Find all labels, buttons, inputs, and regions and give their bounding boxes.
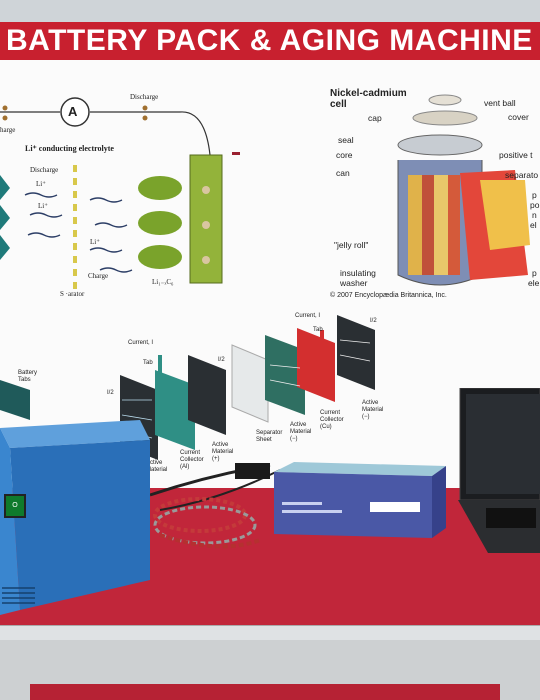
half-current-label-2: I/2 <box>218 357 225 363</box>
nicd-p6-label: ele <box>528 278 540 288</box>
nicd-cap-label: cap <box>368 113 382 123</box>
ammeter-label: A <box>68 104 78 119</box>
current-collector-cu-label: Current Collector (Cu) <box>320 410 344 430</box>
nicd-p5-label: p <box>532 268 537 278</box>
ammeter-icon <box>60 97 90 127</box>
tab-label-2: Tab <box>313 327 323 333</box>
nicd-positive-label: positive t <box>499 150 533 160</box>
nicd-p3-label: n <box>532 210 537 220</box>
nicd-cell-illustration <box>397 94 530 286</box>
current-collector-al-label: Current Collector (Al) <box>180 450 204 470</box>
power-switch[interactable]: O <box>4 494 26 518</box>
current-cell-label-1: Current, I <box>128 340 154 346</box>
li-ion-label-3: Li⁺ <box>90 238 100 246</box>
active-material-minus-label-2: Active Material (−) <box>362 400 384 420</box>
discharge-label: Discharge <box>30 166 59 174</box>
nicd-jelly-roll-label: "jelly roll" <box>334 240 369 250</box>
li-ion-diagram <box>0 97 240 290</box>
nicd-vent-ball-label: vent ball <box>484 98 516 108</box>
separator-sheet-label: Separator Sheet <box>256 430 283 443</box>
cable-bundle <box>120 463 281 565</box>
packaged-device-box <box>274 462 446 538</box>
charge-left-label: harge <box>0 126 16 134</box>
bench-rail <box>0 625 540 641</box>
li-ion-label-1: Li⁺ <box>36 180 46 188</box>
electrode-stack-diagram <box>0 315 375 460</box>
nicd-insulating-washer-label: insulating washer <box>340 268 376 288</box>
half-current-label-3: I/2 <box>370 318 377 324</box>
nicd-separator-label: separato <box>505 170 539 180</box>
aging-machine <box>0 420 150 615</box>
battery-tabs-label: Battery Tabs <box>18 370 38 383</box>
barcode-sticker <box>370 502 420 512</box>
half-current-label-1: I/2 <box>107 390 114 396</box>
nicd-can-label: can <box>336 168 350 178</box>
active-material-label-1: Active Material <box>146 460 168 473</box>
nicd-title: Nickel-cadmium cell <box>330 88 407 110</box>
nicd-cover-label: cover <box>508 112 529 122</box>
electrolyte-label: Li⁺ conducting electrolyte <box>25 144 114 153</box>
nicd-p4-label: el <box>530 220 537 230</box>
nicd-core-label: core <box>336 150 353 160</box>
current-cell-label-2: Current, I <box>295 313 321 319</box>
tab-label-1: Tab <box>143 360 153 366</box>
nicd-p2-label: po <box>530 200 540 210</box>
discharge-top-label: Discharge <box>130 93 159 101</box>
nicd-seal-label: seal <box>338 135 354 145</box>
li-ion-label-2: Li⁺ <box>38 202 48 210</box>
laptop <box>458 388 540 553</box>
bench-lower-panel <box>30 684 500 700</box>
anode-label: Li₁₋ₓC₆ <box>152 278 174 286</box>
nicd-copyright: © 2007 Encyclopædia Britannica, Inc. <box>330 292 447 299</box>
separator-label: S ·arator <box>60 290 85 298</box>
active-material-plus-label: Active Material (+) <box>212 442 234 462</box>
active-material-minus-label-1: Active Material (−) <box>290 422 312 442</box>
nicd-p1-label: p <box>532 190 537 200</box>
charge-label: Charge <box>88 272 109 280</box>
poster-banner: BATTERY PACK & AGING MACHINE <box>0 22 540 60</box>
